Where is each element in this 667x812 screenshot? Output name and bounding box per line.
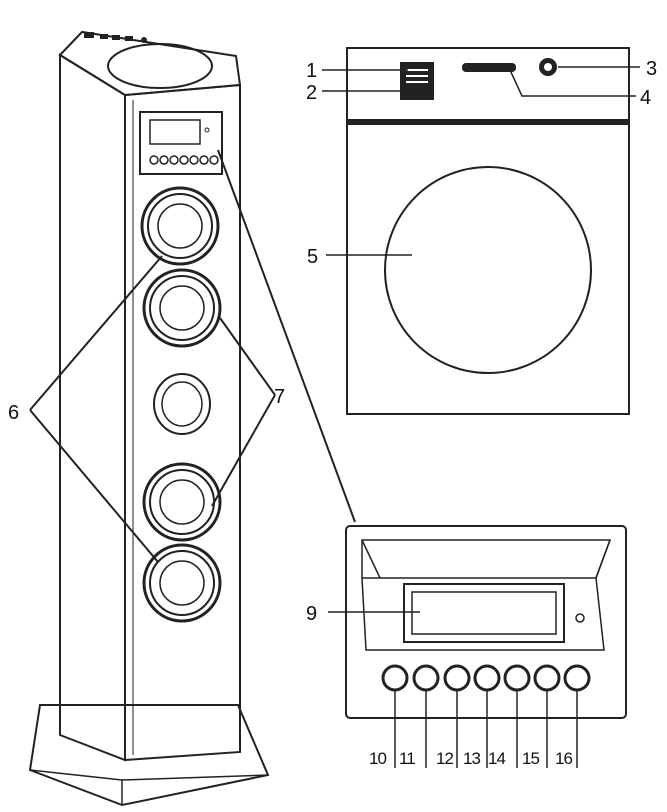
card-slot (462, 63, 516, 72)
callout-14: 14 (488, 749, 505, 768)
callout-4: 4 (640, 87, 651, 109)
cd-platter (384, 166, 592, 374)
panel-button-14 (503, 664, 531, 692)
callout-7: 7 (274, 386, 285, 408)
tower-body (59, 53, 126, 762)
bass-port (153, 373, 211, 435)
panel-button-11 (412, 664, 440, 692)
callout-13: 13 (463, 749, 480, 768)
panel-button-12 (443, 664, 471, 692)
tower-base (28, 704, 270, 807)
callout-16: 16 (555, 749, 572, 768)
control-panel-detail (345, 525, 627, 719)
speaker-driver-4 (142, 543, 222, 623)
callout-lines-panel (328, 611, 578, 768)
tower-top-disc (107, 43, 213, 89)
panel-button-13 (473, 664, 501, 692)
callout-lines-6-7 (29, 255, 276, 563)
panel-button-10 (381, 664, 409, 692)
tower-side (124, 83, 241, 762)
callout-lines-top (322, 66, 640, 256)
tower-top (58, 30, 242, 97)
callout-15: 15 (522, 749, 539, 768)
speaker-driver-1 (140, 186, 220, 266)
tower-speaker (28, 30, 270, 807)
tower-control-panel (139, 111, 223, 175)
panel-connector-line (217, 149, 356, 523)
speaker-driver-2 (142, 268, 222, 348)
callout-9: 9 (306, 603, 317, 625)
top-view (346, 47, 630, 415)
callout-11: 11 (399, 749, 415, 768)
panel-button-16 (563, 664, 591, 692)
callout-1: 1 (306, 60, 317, 82)
callout-3: 3 (646, 58, 657, 80)
callout-12: 12 (436, 749, 453, 768)
speaker-driver-3 (142, 462, 222, 542)
callout-10: 10 (369, 749, 386, 768)
callout-5: 5 (307, 246, 318, 268)
callout-2: 2 (306, 82, 317, 104)
callout-6: 6 (8, 402, 19, 424)
lcd-display (403, 583, 565, 643)
panel-button-15 (533, 664, 561, 692)
